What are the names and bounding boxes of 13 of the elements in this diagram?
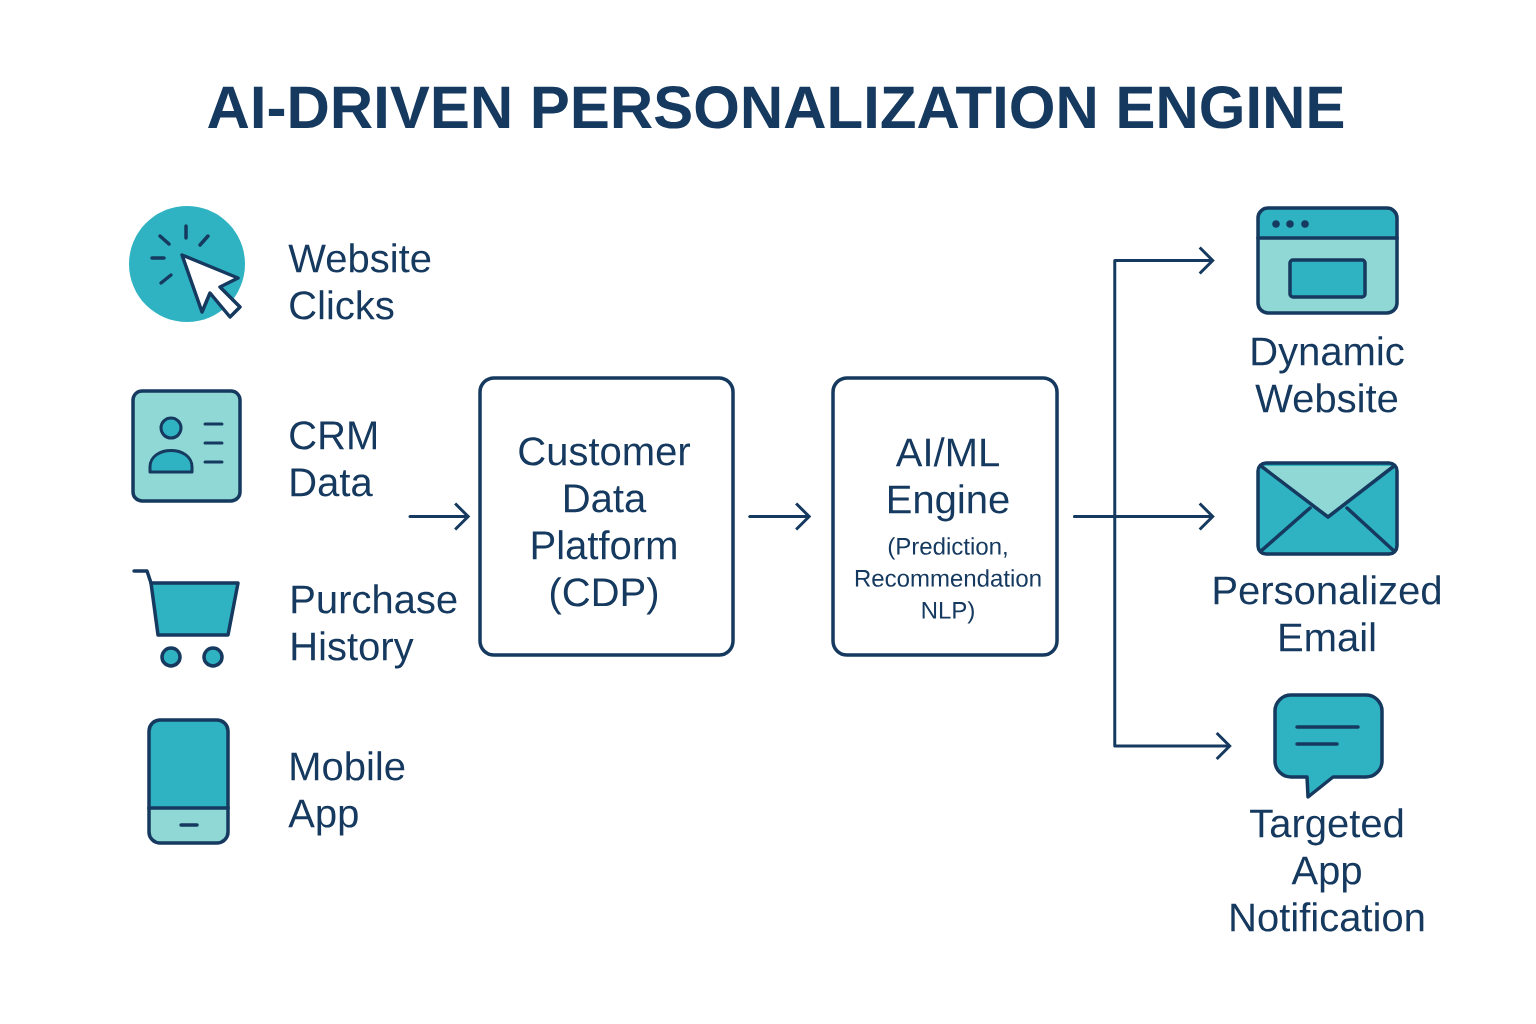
icon-label: Purchase History <box>292 584 457 669</box>
arrow <box>748 502 812 531</box>
process-box: AI/ML Engine (Prediction, Recommendation NLP) <box>831 376 1059 657</box>
icon-label: Targeted App Notification <box>1231 808 1424 932</box>
icon-label: CRM Data <box>290 421 376 497</box>
icon-label: Personalized Email <box>1214 575 1440 652</box>
icon-label: Dynamic Website <box>1252 336 1404 413</box>
arrow <box>408 502 471 531</box>
process-box: Customer Data Platform (CDP) <box>478 376 735 657</box>
title: AI-DRIVEN PERSONALIZATION ENGINE <box>208 86 1344 129</box>
arrow <box>1073 515 1232 761</box>
icon-label: Mobile App <box>288 751 405 836</box>
icon-label: Website Clicks <box>288 243 431 320</box>
